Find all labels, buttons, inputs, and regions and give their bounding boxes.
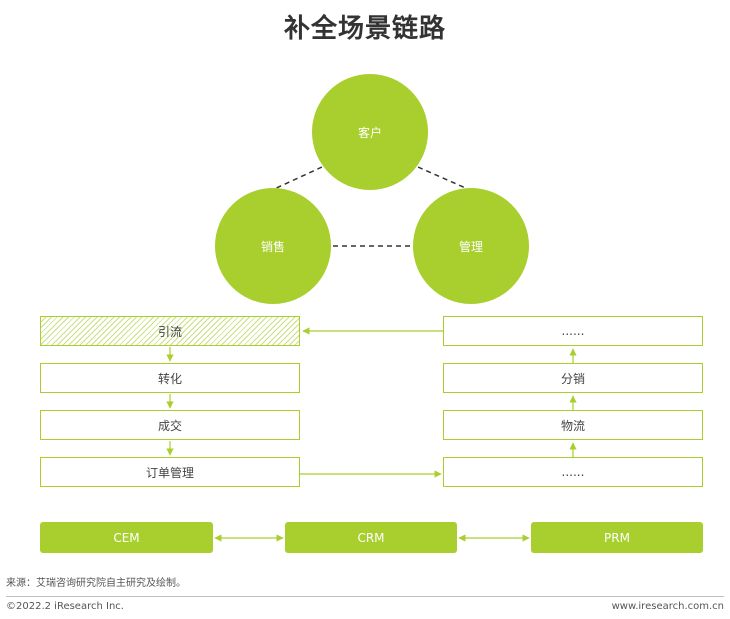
system-prm: PRM — [531, 522, 703, 553]
circle-customer-label: 客户 — [357, 125, 382, 140]
left-box-1: 引流 — [40, 316, 300, 346]
right-box-label: ...... — [561, 465, 585, 479]
system-cem: CEM — [40, 522, 213, 553]
circle-management-label: 管理 — [458, 239, 483, 254]
right-box-label: 分销 — [560, 371, 585, 386]
dashed-link-customer-sales — [271, 166, 323, 191]
left-box-4: 订单管理 — [40, 457, 300, 487]
circle-sales-label: 销售 — [260, 239, 285, 254]
right-box-label: ...... — [561, 324, 585, 338]
footer-divider — [6, 596, 724, 597]
right-box-4: ...... — [443, 457, 703, 487]
circle-sales: 销售 — [215, 188, 331, 304]
right-box-3: 物流 — [443, 410, 703, 440]
right-box-1: ...... — [443, 316, 703, 346]
left-box-label: 成交 — [157, 418, 182, 433]
left-box-3: 成交 — [40, 410, 300, 440]
left-box-label: 订单管理 — [145, 465, 194, 480]
left-box-2: 转化 — [40, 363, 300, 393]
left-box-label: 引流 — [157, 324, 182, 339]
dashed-link-customer-management — [417, 166, 471, 191]
circle-management: 管理 — [413, 188, 529, 304]
system-cem-label: CEM — [113, 530, 140, 545]
system-prm-label: PRM — [604, 530, 630, 545]
source-note: 来源：艾瑞咨询研究院自主研究及绘制。 — [6, 578, 186, 589]
page-title: 补全场景链路 — [283, 14, 446, 44]
footer-copyright: ©2022.2 iResearch Inc. — [6, 601, 124, 612]
left-box-label: 转化 — [157, 371, 182, 386]
footer-website: www.iresearch.com.cn — [611, 601, 724, 612]
right-box-2: 分销 — [443, 363, 703, 393]
system-crm: CRM — [285, 522, 457, 553]
right-box-label: 物流 — [560, 418, 585, 433]
system-crm-label: CRM — [357, 530, 385, 545]
circle-customer: 客户 — [312, 74, 428, 190]
